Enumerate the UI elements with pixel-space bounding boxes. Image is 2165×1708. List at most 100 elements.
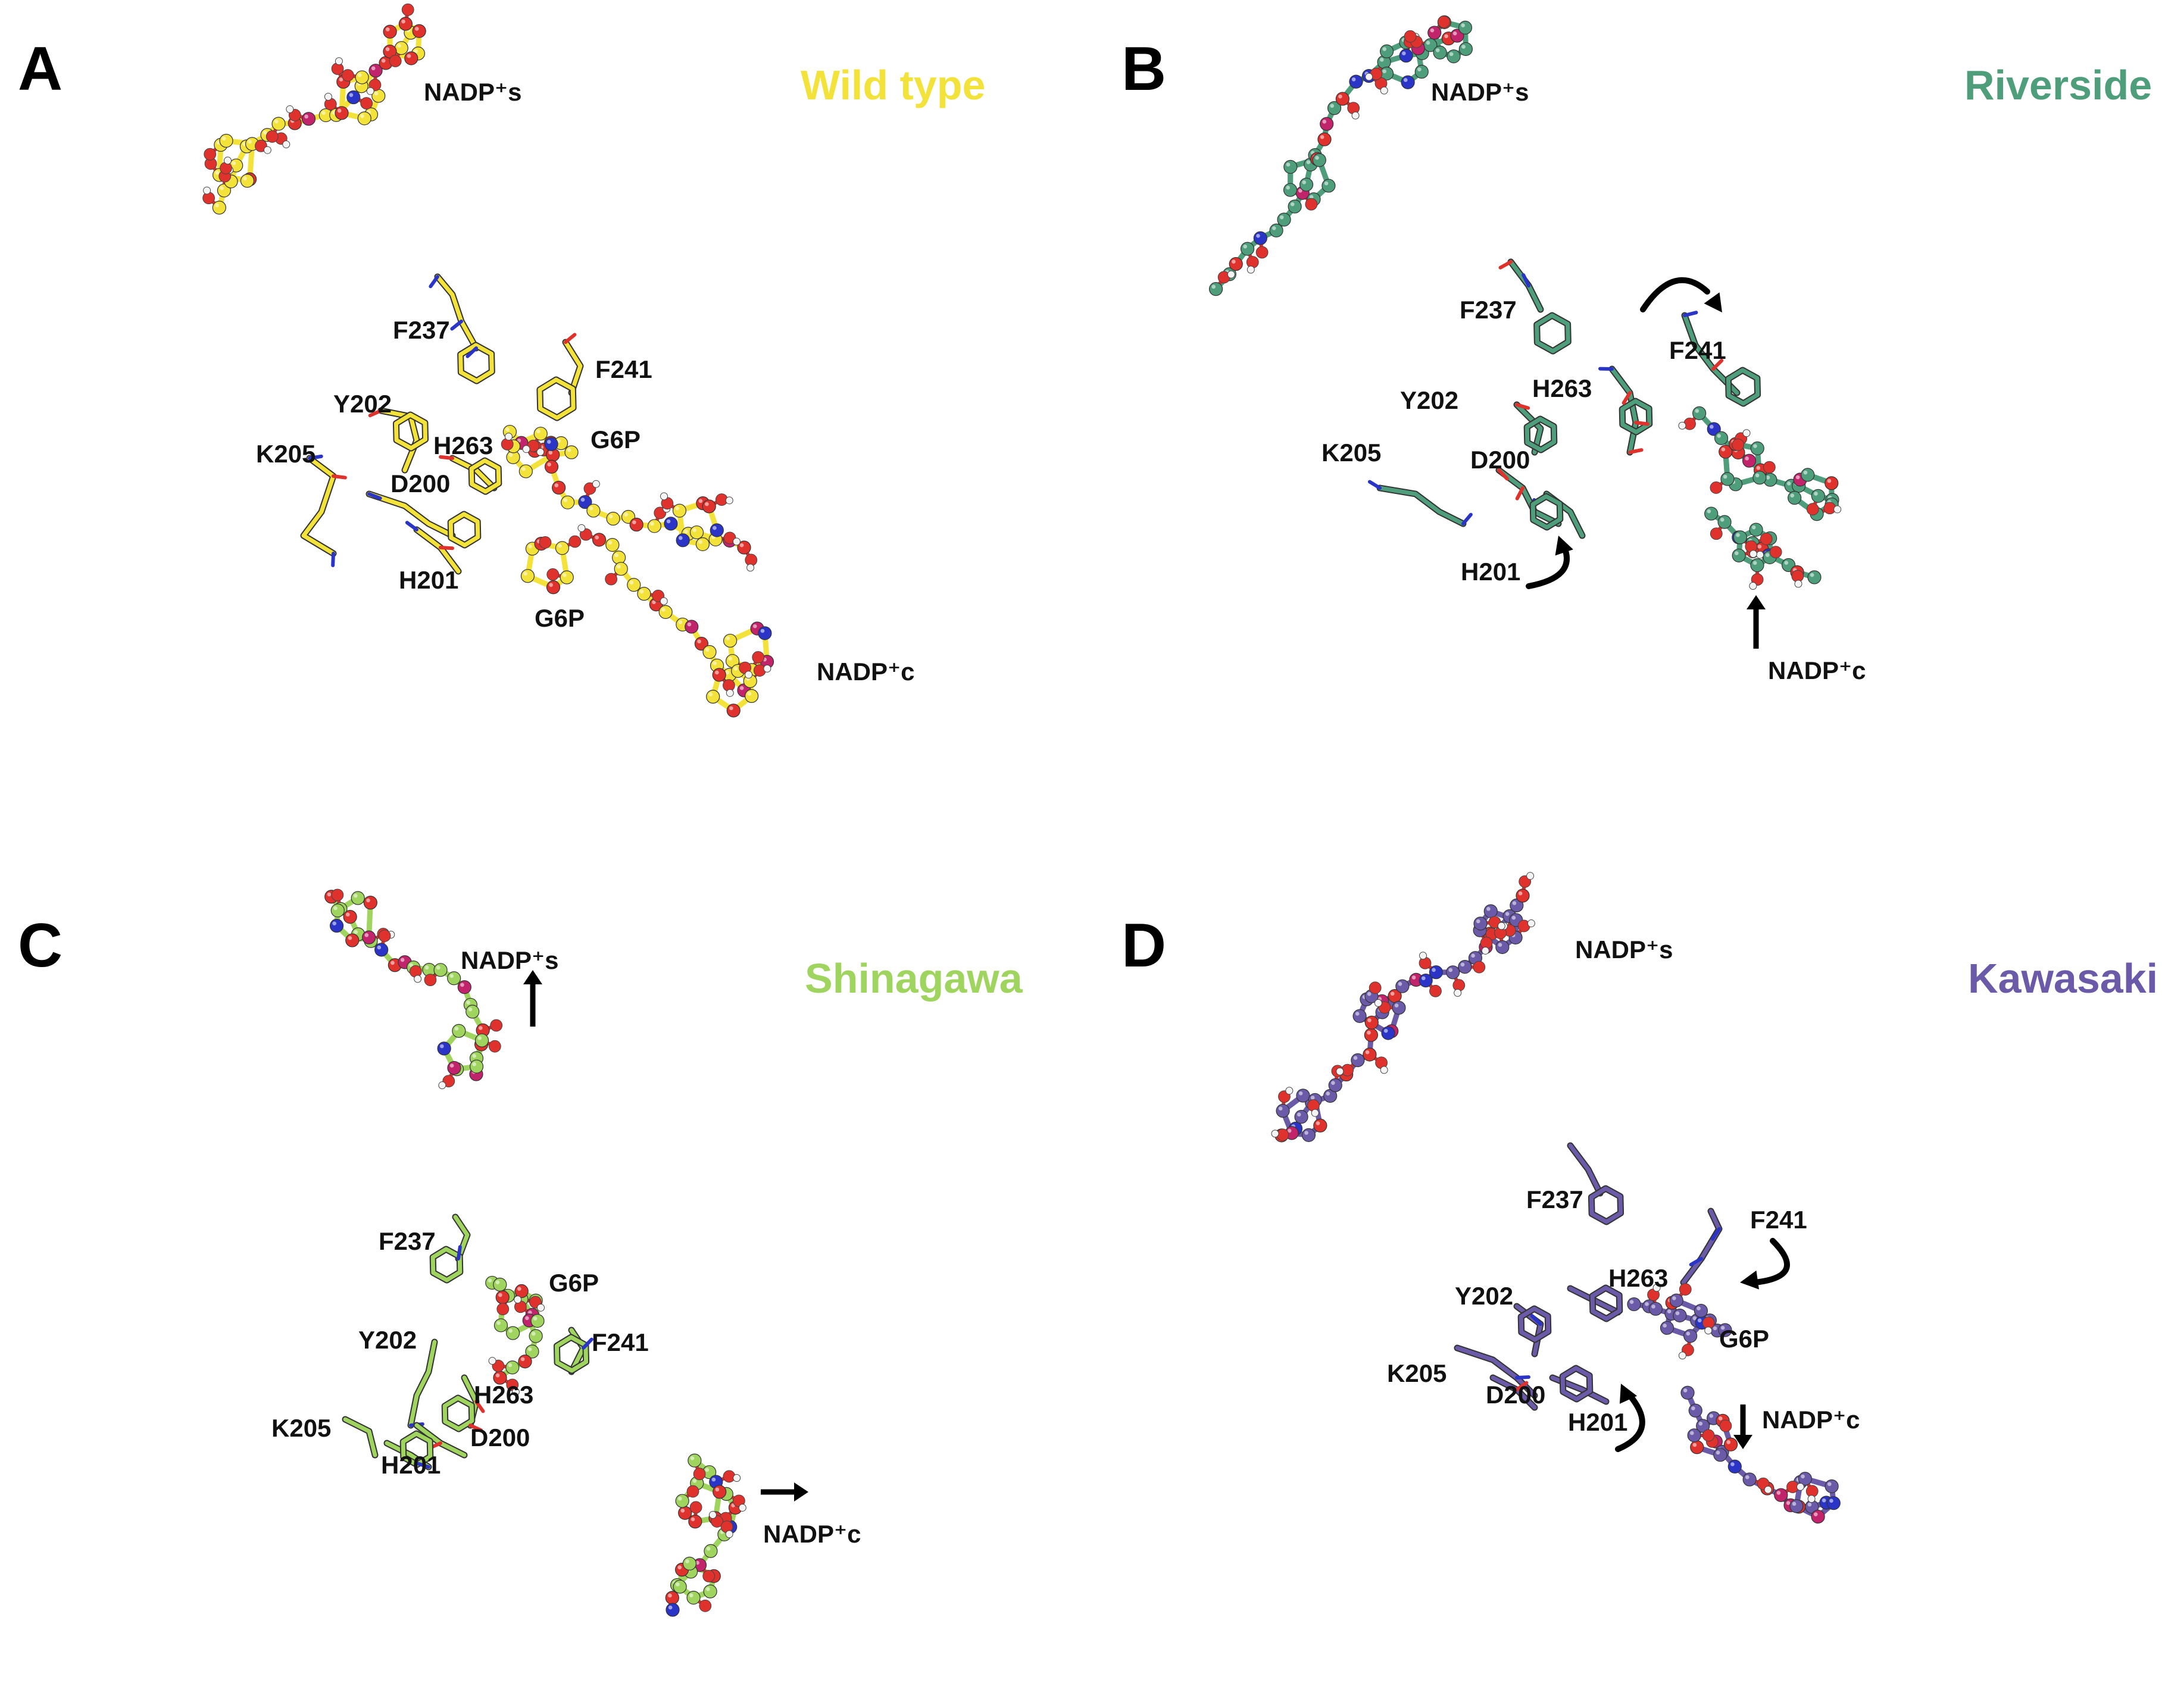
label-f237: F237 — [1526, 1185, 1583, 1213]
curved-arrow-h201 — [1526, 536, 1573, 589]
panel-d: D Kawasaki NADP⁺s F237 F241 H263 Y202 G6… — [1082, 854, 2164, 1708]
label-g6p: G6P — [535, 604, 585, 632]
residue-f241 — [1681, 311, 1761, 407]
label-h201: H201 — [1568, 1408, 1628, 1436]
nadp-c-molecule — [1704, 506, 1822, 590]
label-k205: K205 — [1387, 1359, 1447, 1387]
label-y202: Y202 — [1455, 1282, 1514, 1310]
label-y202: Y202 — [333, 390, 392, 418]
label-f241: F241 — [592, 1328, 649, 1356]
residue-h201 — [1549, 1365, 1610, 1405]
panel-d-molecules — [1271, 872, 1841, 1524]
label-y202: Y202 — [1400, 386, 1459, 414]
residue-y202 — [368, 407, 429, 474]
residue-h263 — [439, 455, 502, 495]
panel-c-variant-label: Shinagawa — [805, 955, 1023, 1002]
label-nadp-s: NADP⁺s — [1431, 78, 1529, 106]
panel-a-letter: A — [18, 35, 63, 104]
panel-b-molecules — [1208, 15, 1842, 649]
curved-arrow-f241 — [1740, 1238, 1790, 1290]
panel-b: B Riverside NADP⁺s F237 F241 Y202 H263 K… — [1082, 0, 2164, 854]
residue-f241 — [1680, 1208, 1723, 1286]
label-h263: H263 — [1608, 1264, 1669, 1292]
curved-arrow-h201 — [1615, 1384, 1645, 1452]
curved-arrow-f241 — [1640, 277, 1722, 312]
g6p-molecule — [1627, 1283, 1732, 1360]
label-nadp-c: NADP⁺c — [1762, 1406, 1860, 1434]
residue-f241 — [536, 333, 584, 421]
residue-h263 — [441, 1374, 485, 1432]
panel-b-letter: B — [1121, 35, 1167, 104]
residue-h263 — [1598, 365, 1653, 456]
label-nadp-s: NADP⁺s — [424, 78, 522, 106]
arrow-nadp-s — [523, 970, 542, 1027]
label-k205: K205 — [1322, 439, 1382, 467]
label-d200: D200 — [1486, 1381, 1546, 1409]
residue-h201 — [405, 511, 482, 575]
panel-a-variant-label: Wild type — [801, 62, 986, 108]
panel-c: C Shinagawa NADP⁺s F237 G6P Y202 F241 H2… — [0, 854, 1082, 1708]
residue-k205 — [1454, 1344, 1538, 1399]
residue-y202 — [407, 1338, 438, 1429]
label-h263: H263 — [474, 1381, 534, 1409]
panel-a: A Wild type NADP⁺s F237 F241 Y202 H263 G… — [0, 0, 1082, 854]
arrow-nadp-c — [1747, 595, 1766, 649]
nadp-c-molecule — [1680, 1385, 1841, 1524]
residue-f237 — [429, 273, 495, 384]
label-h201: H201 — [1461, 558, 1521, 586]
residue-f241 — [553, 1327, 593, 1375]
residue-f237 — [1567, 1142, 1624, 1225]
residue-y202 — [1513, 1303, 1552, 1357]
label-g6p: G6P — [591, 426, 641, 453]
label-k205: K205 — [271, 1414, 332, 1442]
label-nadp-s: NADP⁺s — [1575, 936, 1673, 964]
residue-k205 — [300, 454, 347, 567]
label-nadp-c: NADP⁺c — [1768, 656, 1866, 684]
label-f237: F237 — [379, 1227, 436, 1255]
nadp-s-molecule — [1208, 15, 1473, 296]
residue-d200 — [1489, 1374, 1538, 1411]
residue-d200 — [1495, 467, 1562, 527]
label-d200: D200 — [470, 1424, 530, 1452]
label-f241: F241 — [595, 355, 652, 383]
nadp-s-molecule — [202, 3, 426, 215]
panel-d-variant-label: Kawasaki — [1968, 955, 2158, 1002]
g6p-molecule — [520, 459, 758, 595]
nadp-c-molecule — [665, 1453, 746, 1617]
label-h201: H201 — [381, 1451, 441, 1479]
residue-k205 — [342, 1416, 379, 1459]
label-f237: F237 — [1460, 296, 1517, 324]
nadp-c-molecule — [1678, 406, 1842, 521]
residue-y202 — [1513, 401, 1558, 456]
label-k205: K205 — [256, 440, 316, 468]
nadp-c-molecule — [577, 524, 774, 718]
label-g6p: G6P — [549, 1269, 599, 1297]
label-h263: H263 — [1532, 374, 1592, 402]
panel-c-molecules — [324, 889, 808, 1617]
label-nadp-s: NADP⁺s — [461, 946, 559, 974]
residue-f237 — [1498, 258, 1572, 355]
arrow-nadp-c — [1733, 1404, 1752, 1449]
label-nadp-c: NADP⁺c — [817, 658, 915, 686]
panel-d-letter: D — [1121, 911, 1167, 980]
panel-b-variant-label: Riverside — [1964, 62, 2152, 108]
nadp-s-molecule — [324, 889, 503, 1090]
residue-d200 — [365, 490, 456, 539]
arrow-nadp-c — [761, 1482, 808, 1501]
label-d200: D200 — [1470, 446, 1530, 474]
label-d200: D200 — [390, 470, 451, 498]
g6p-molecule — [501, 424, 579, 478]
panel-c-letter: C — [18, 911, 63, 980]
nadp-s-molecule — [1271, 872, 1535, 1143]
residue-h201 — [1529, 490, 1586, 539]
label-nadp-c: NADP⁺c — [763, 1520, 861, 1548]
label-h263: H263 — [433, 431, 493, 459]
label-g6p: G6P — [1719, 1325, 1770, 1353]
label-h201: H201 — [399, 566, 459, 594]
residue-h201 — [383, 1430, 434, 1471]
label-y202: Y202 — [358, 1326, 417, 1354]
panel-a-molecules — [202, 3, 774, 718]
residue-h263 — [1567, 1284, 1623, 1322]
label-f241: F241 — [1750, 1206, 1807, 1234]
